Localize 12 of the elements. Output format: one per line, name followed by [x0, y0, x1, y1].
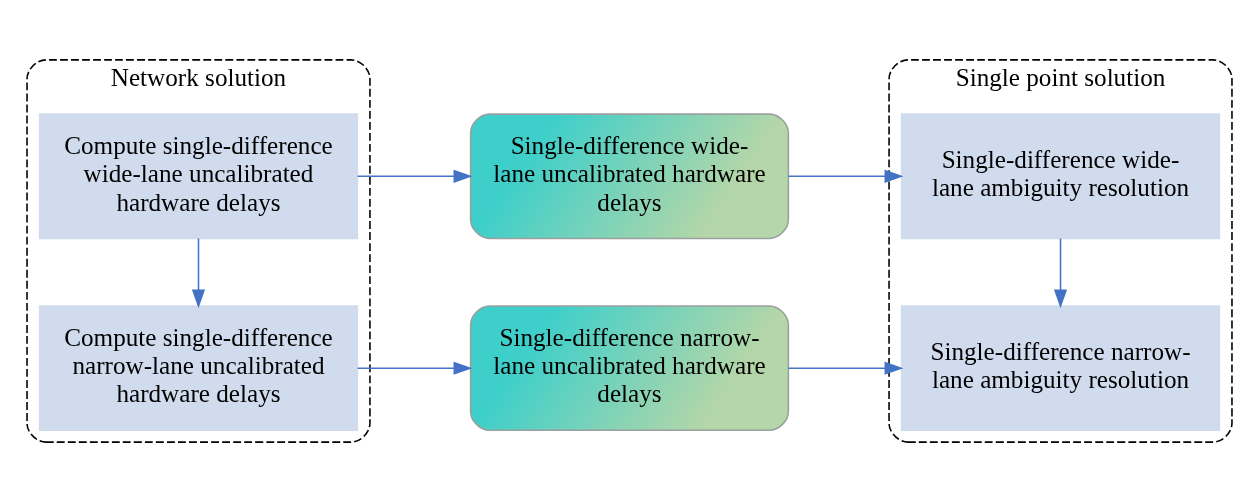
arrow — [356, 361, 473, 375]
node-box: Single-difference wide-lane uncalibrated hardware delays — [469, 113, 790, 240]
node-box: Single-difference narrow-lane uncalibrated hardware delays — [469, 305, 790, 432]
arrow — [191, 237, 206, 309]
arrow — [1053, 237, 1068, 309]
node-box: Compute single-difference wide-lane uncalibrated hardware delays — [38, 113, 359, 240]
arrow — [787, 361, 904, 375]
arrow — [787, 169, 904, 183]
arrow — [356, 169, 473, 183]
node-box: Single-difference narrow-lane ambiguity resolution — [900, 305, 1221, 432]
node-box: Single-difference wide-lane ambiguity resolution — [900, 113, 1221, 240]
node-box: Compute single-difference narrow-lane uncalibrated hardware delays — [38, 305, 359, 432]
